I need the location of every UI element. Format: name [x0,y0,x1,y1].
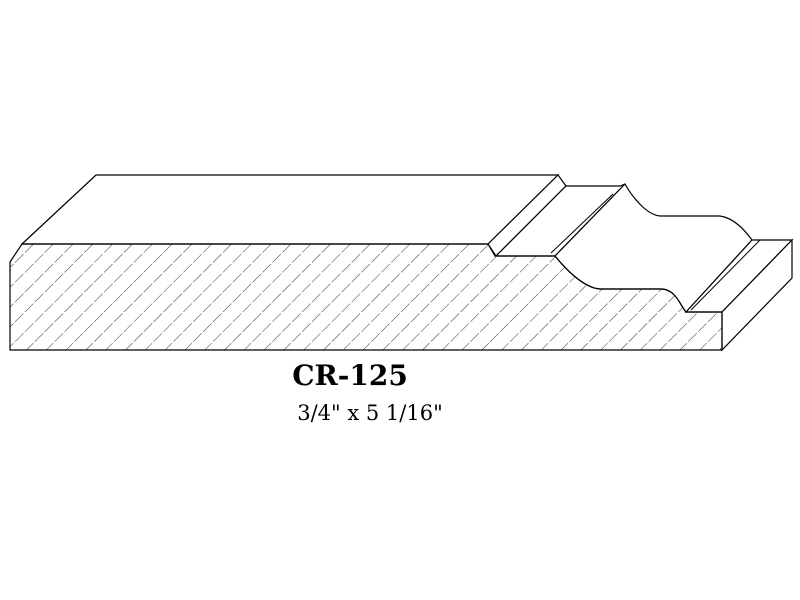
dimensions-label: 3/4" x 5 1/16" [297,401,443,425]
part-number-label: CR-125 [292,359,408,392]
top-face [20,174,560,245]
